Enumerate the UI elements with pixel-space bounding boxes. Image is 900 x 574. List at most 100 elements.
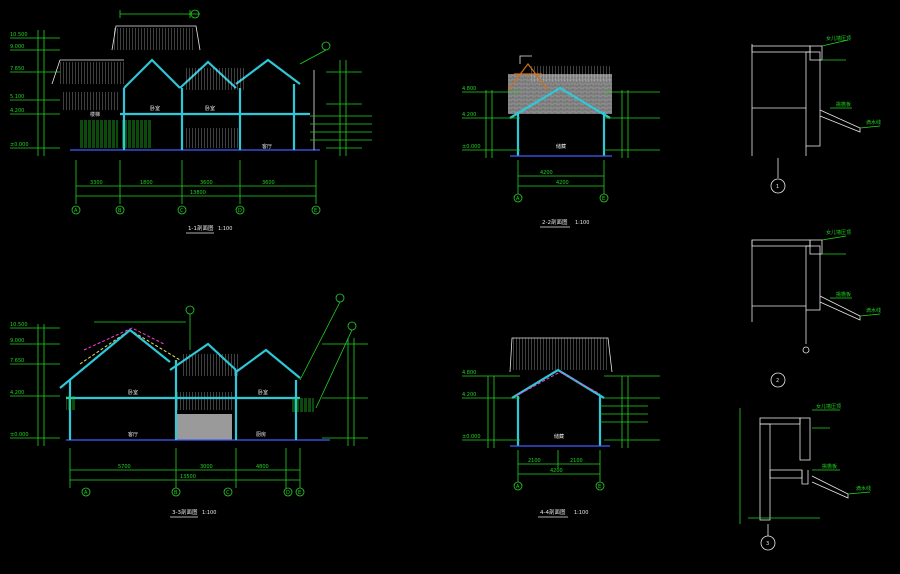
detail-note: 女儿墙压顶 — [826, 229, 851, 236]
section-3-3: 10.500 9.000 7.650 4.200 ±0.000 卧室 卧室 客厅… — [10, 293, 368, 518]
level-text: 4.200 — [10, 390, 24, 396]
level-text: 10.500 — [10, 32, 28, 38]
axis-label: D — [238, 208, 242, 214]
roof-tile-lower — [186, 128, 242, 148]
dimension-text: 2100 — [528, 458, 541, 464]
eave-detail — [292, 398, 314, 412]
level-text: 4.200 — [462, 112, 476, 118]
detail-number: 3 — [766, 541, 769, 547]
room-label: 客厅 — [128, 431, 138, 438]
room-label: 卧室 — [150, 105, 160, 112]
level-text: 9.000 — [10, 44, 24, 50]
roof-tile-lower-left — [62, 92, 118, 110]
roof-tile — [512, 338, 608, 370]
room-label: 卧室 — [258, 389, 268, 396]
room-label: 储藏 — [554, 433, 564, 440]
roof-tile — [176, 392, 232, 410]
axis-label: E — [602, 196, 605, 202]
room-label: 楼梯 — [90, 111, 100, 118]
section-1-1: 10.500 9.000 7.650 5.100 4.200 ±0.000 — [10, 9, 372, 234]
detail-note: 女儿墙压顶 — [816, 403, 841, 410]
level-text: ±0.000 — [462, 434, 481, 440]
detail-note: 挑檐板 — [836, 101, 851, 108]
axis-label: E — [598, 484, 601, 490]
detail-marker — [770, 372, 786, 388]
drawing-title: 2-2剖面图 — [542, 218, 568, 226]
level-text: 7.650 — [10, 66, 24, 72]
dimension-text: 3600 — [200, 180, 213, 186]
detail-number: 2 — [776, 378, 779, 384]
level-text: 4.200 — [10, 108, 24, 114]
level-text: 5.100 — [10, 94, 24, 100]
roof-tile-left — [58, 62, 124, 84]
detail-note: 女儿墙压顶 — [826, 35, 851, 42]
room-label: 客厅 — [262, 143, 272, 150]
room-label: 卧室 — [205, 105, 215, 112]
drawing-scale: 1:100 — [575, 220, 589, 226]
drawing-scale: 1:100 — [202, 510, 216, 516]
section-1-axis-bubbles: A B C D E — [71, 205, 321, 215]
room-label: 厨房 — [256, 431, 266, 438]
room-label: 卧室 — [128, 389, 138, 396]
drawing-title: 4-4剖面图 — [540, 508, 566, 516]
detail-marker — [770, 178, 786, 194]
roof-tile-right — [186, 68, 244, 90]
level-text: ±0.000 — [462, 144, 481, 150]
dimension-text: 4200 — [550, 468, 563, 474]
louvre-panel — [80, 120, 118, 148]
axis-label: E — [314, 208, 317, 214]
detail-marker — [760, 535, 776, 551]
drawing-title: 1-1剖面图 — [188, 224, 214, 232]
level-text: 10.500 — [10, 322, 28, 328]
roof-tile — [530, 66, 610, 82]
axis-label: C — [180, 208, 184, 214]
level-text: 9.000 — [10, 338, 24, 344]
level-text: 4.800 — [462, 370, 476, 376]
dimension-text: 1800 — [140, 180, 153, 186]
detail-2: 女儿墙压顶 挑檐板 滴水线 2 — [751, 229, 881, 388]
level-text: 7.650 — [10, 358, 24, 364]
dimension-text: 13500 — [180, 474, 196, 480]
axis-label: A — [516, 484, 520, 490]
axis-label: A — [516, 196, 520, 202]
dimension-text: 4800 — [256, 464, 269, 470]
axis-label: E — [298, 490, 301, 496]
detail-3: 女儿墙压顶 挑檐板 滴水线 3 — [739, 403, 871, 551]
drawing-scale: 1:100 — [574, 510, 588, 516]
dimension-text: 3600 — [262, 180, 275, 186]
axis-label: B — [174, 490, 178, 496]
dimension-text: 13800 — [190, 190, 206, 196]
brick-infill — [176, 414, 232, 440]
drawing-scale: 1:100 — [218, 226, 232, 232]
detail-1: 女儿墙压顶 挑檐板 滴水线 1 — [751, 35, 881, 194]
room-label: 储藏 — [556, 143, 566, 150]
section-4-4: 储藏 4.800 4.200 ±0.000 2100 2100 4200 A E… — [462, 337, 660, 518]
axis-label: D — [286, 490, 290, 496]
axis-label: A — [84, 490, 88, 496]
dimension-text: 5700 — [118, 464, 131, 470]
eave-detail — [66, 396, 76, 410]
section-2-2: 储藏 4.800 4.200 ±0.000 4200 4200 A E 2-2剖… — [462, 55, 660, 228]
dimension-text: 3000 — [200, 464, 213, 470]
level-text: ±0.000 — [10, 432, 29, 438]
detail-note: 滴水线 — [866, 307, 881, 314]
level-text: ±0.000 — [10, 142, 29, 148]
detail-number: 1 — [776, 184, 779, 190]
detail-note: 滴水线 — [866, 119, 881, 126]
section-1-left-levels: 10.500 9.000 7.650 5.100 4.200 ±0.000 — [10, 30, 60, 156]
level-text: 4.800 — [462, 86, 476, 92]
detail-note: 滴水线 — [856, 485, 871, 492]
dimension-text: 2100 — [570, 458, 583, 464]
axis-label: B — [118, 208, 122, 214]
dimension-text: 3300 — [90, 180, 103, 186]
axis-label: A — [74, 208, 78, 214]
roof-tile-top — [114, 28, 194, 50]
detail-note: 挑檐板 — [822, 463, 837, 470]
drawing-title: 3-3剖面图 — [172, 508, 198, 516]
detail-note: 挑檐板 — [836, 291, 851, 298]
dimension-text: 4200 — [556, 180, 569, 186]
level-text: 4.200 — [462, 392, 476, 398]
axis-label: C — [226, 490, 230, 496]
dimension-text: 4200 — [540, 170, 553, 176]
